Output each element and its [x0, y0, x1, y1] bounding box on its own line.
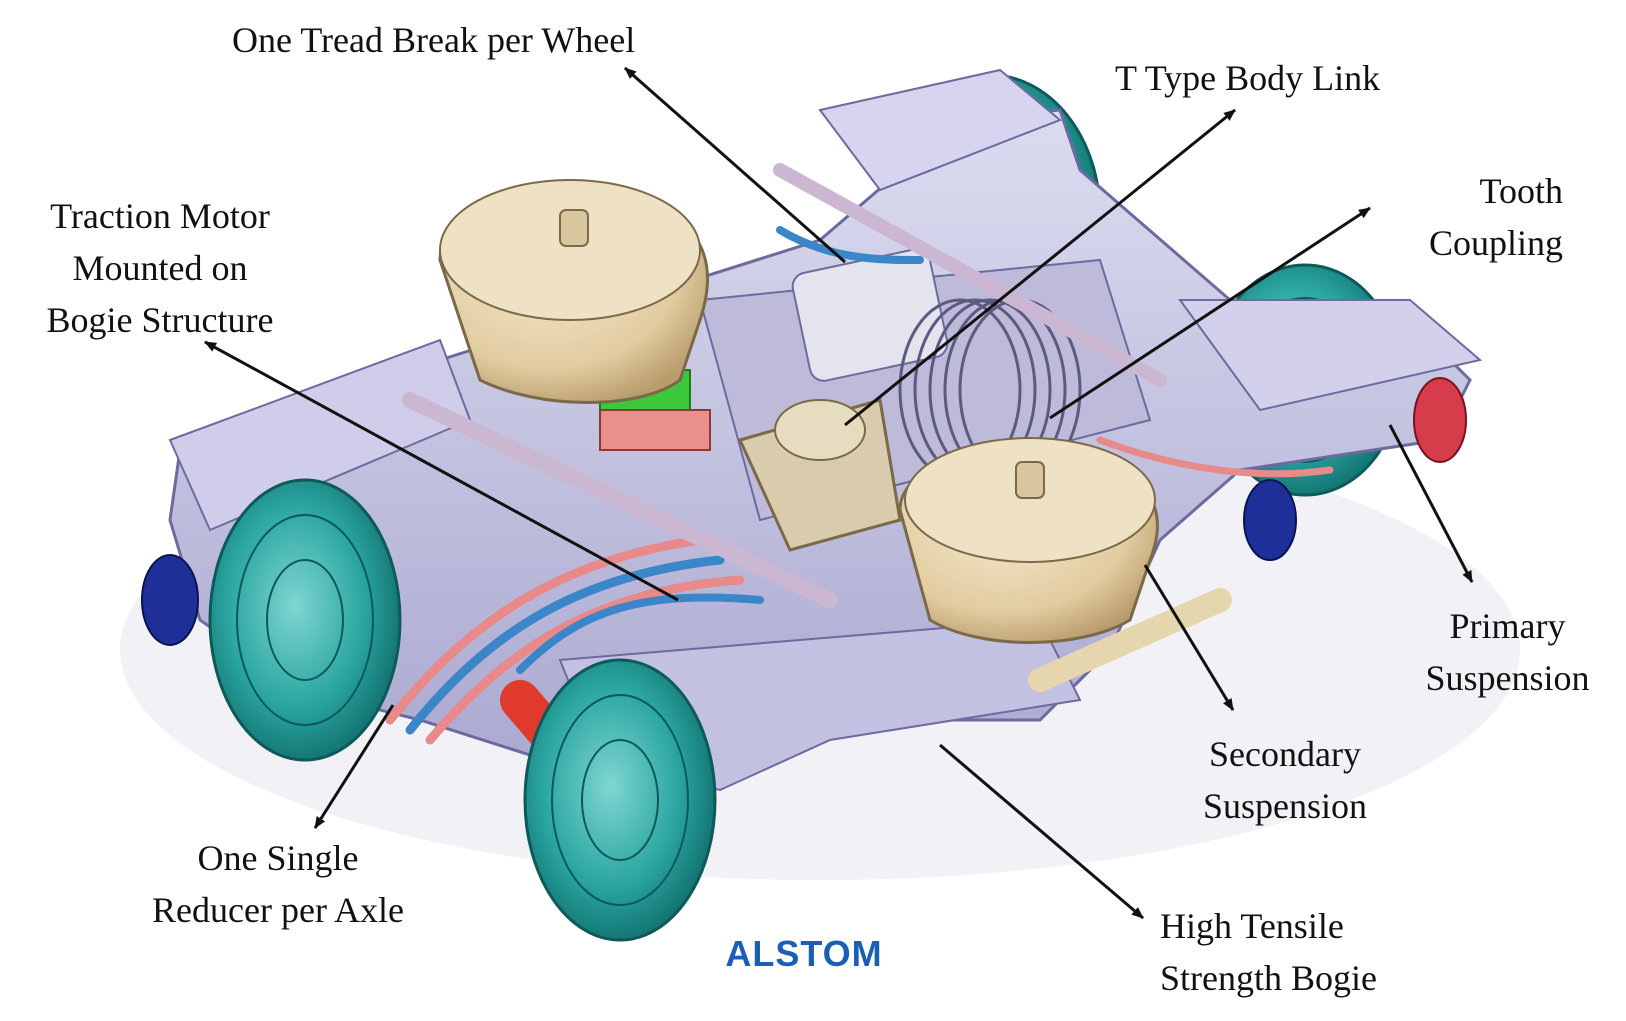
- label-single-reducer: One Single Reducer per Axle: [152, 838, 404, 930]
- arrow-tooth-coupling: [1049, 206, 1371, 420]
- front-right-wheel: [523, 658, 717, 942]
- label-secondary-suspension: Secondary Suspension: [1202, 734, 1368, 826]
- arrow-bogie-frame: [939, 743, 1144, 920]
- traction-motor-left: [438, 179, 709, 404]
- label-traction-motor: Traction Motor Mounted on Bogie Structur…: [46, 196, 274, 340]
- label-primary-suspension: Primary Suspension: [1425, 606, 1590, 698]
- body-link-front: [402, 392, 838, 608]
- arrow-body-link: [844, 108, 1236, 427]
- traction-motor-right: [898, 437, 1159, 644]
- alstom-logo: ALSTOM: [725, 933, 883, 974]
- arrow-primary-suspension: [1388, 424, 1474, 583]
- reducer-gearbox: [737, 398, 902, 552]
- arrow-secondary-suspension: [1143, 564, 1235, 711]
- body-link-rear: [773, 163, 1167, 387]
- label-tooth-coupling: Tooth Coupling: [1428, 171, 1563, 263]
- connector-block: [599, 409, 711, 451]
- arrow-tread-brake: [624, 66, 846, 264]
- front-left-wheel: [208, 478, 402, 762]
- arrow-single-reducer: [313, 704, 395, 829]
- label-body-link: T Type Body Link: [1115, 58, 1381, 98]
- label-tread-brake: One Tread Break per Wheel: [232, 20, 636, 60]
- cable-bundle: [385, 226, 1334, 745]
- label-bogie-frame: High Tensile Strength Bogie: [1160, 906, 1377, 998]
- secondary-damper: [1028, 588, 1232, 692]
- arrow-traction-motor: [204, 340, 679, 602]
